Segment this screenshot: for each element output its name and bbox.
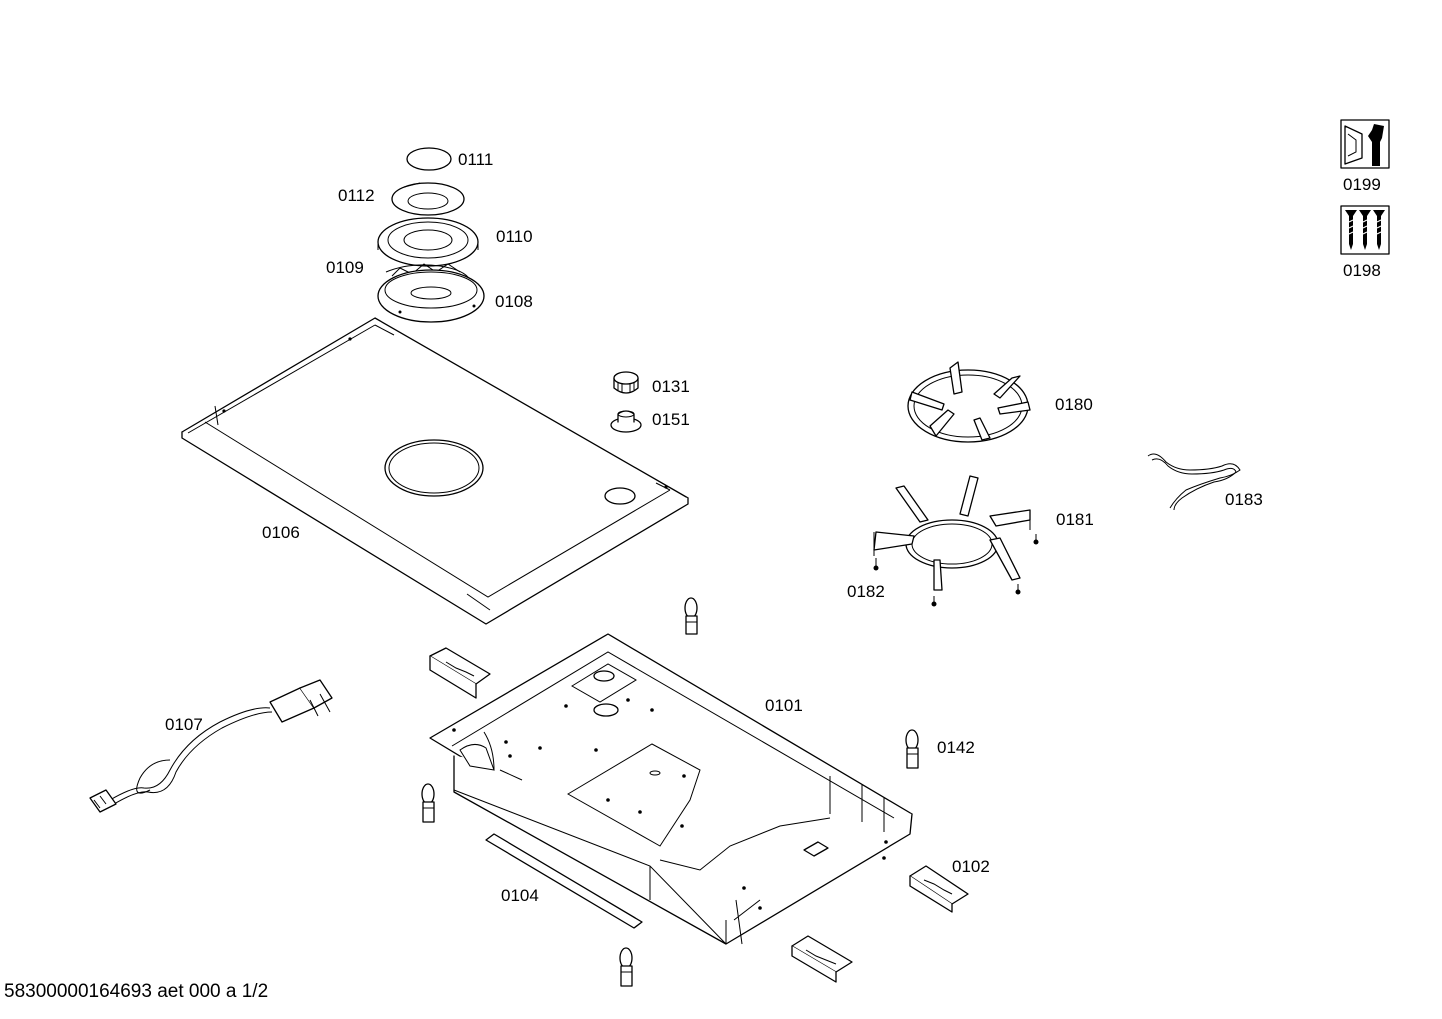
rubber-foot-0142-a[interactable] <box>684 597 698 635</box>
seal-strip-0104[interactable] <box>485 833 643 929</box>
glass-top-panel-0106[interactable] <box>181 317 689 625</box>
label-0111: 0111 <box>458 150 494 169</box>
burner-base-0108[interactable] <box>377 269 485 323</box>
label-0151: 0151 <box>652 410 690 429</box>
label-0107: 0107 <box>165 715 203 734</box>
burner-cap-0111[interactable] <box>406 147 452 171</box>
label-0199: 0199 <box>1343 175 1381 194</box>
power-cable-0107[interactable] <box>89 679 333 813</box>
label-0183: 0183 <box>1225 490 1263 509</box>
wok-ring-0180[interactable] <box>907 361 1031 443</box>
knob-bezel-0151[interactable] <box>610 410 642 433</box>
wire-trivet-0183[interactable] <box>1147 453 1241 511</box>
label-0106: 0106 <box>262 523 300 542</box>
label-0110: 0110 <box>496 227 533 246</box>
clamp-bracket-0102-c[interactable] <box>791 935 853 983</box>
label-0109: 0109 <box>326 258 364 277</box>
label-0101: 0101 <box>765 696 803 715</box>
label-0181: 0181 <box>1056 510 1094 529</box>
label-0102: 0102 <box>952 857 990 876</box>
label-0198: 0198 <box>1343 261 1381 280</box>
document-reference-footer: 58300000164693 aet 000 a 1/2 <box>4 981 269 1002</box>
label-0180: 0180 <box>1055 395 1093 414</box>
rubber-foot-0142-c[interactable] <box>421 783 435 823</box>
label-0112: 0112 <box>338 186 375 205</box>
burner-head-0110[interactable] <box>377 217 479 267</box>
rubber-foot-0142-d[interactable] <box>619 947 633 987</box>
rubber-foot-0142-b[interactable] <box>905 729 919 769</box>
label-0108: 0108 <box>495 292 533 311</box>
clamp-bracket-0102-b[interactable] <box>909 865 969 913</box>
label-0182: 0182 <box>847 582 885 601</box>
spring-clip-0109[interactable] <box>385 263 471 281</box>
bottom-housing-0101[interactable] <box>429 633 913 945</box>
label-0142: 0142 <box>937 738 975 757</box>
burner-crown-0112[interactable] <box>391 182 465 216</box>
control-knob-0131[interactable] <box>613 371 639 394</box>
label-0104: 0104 <box>501 886 539 905</box>
label-0131: 0131 <box>652 377 690 396</box>
rubber-feet-0182[interactable] <box>873 534 1039 607</box>
screw-set-icon <box>1340 205 1390 255</box>
pan-support-0181[interactable] <box>873 475 1031 591</box>
wrench-nut-icon <box>1340 119 1390 169</box>
clamp-bracket-0102-a[interactable] <box>429 647 491 699</box>
